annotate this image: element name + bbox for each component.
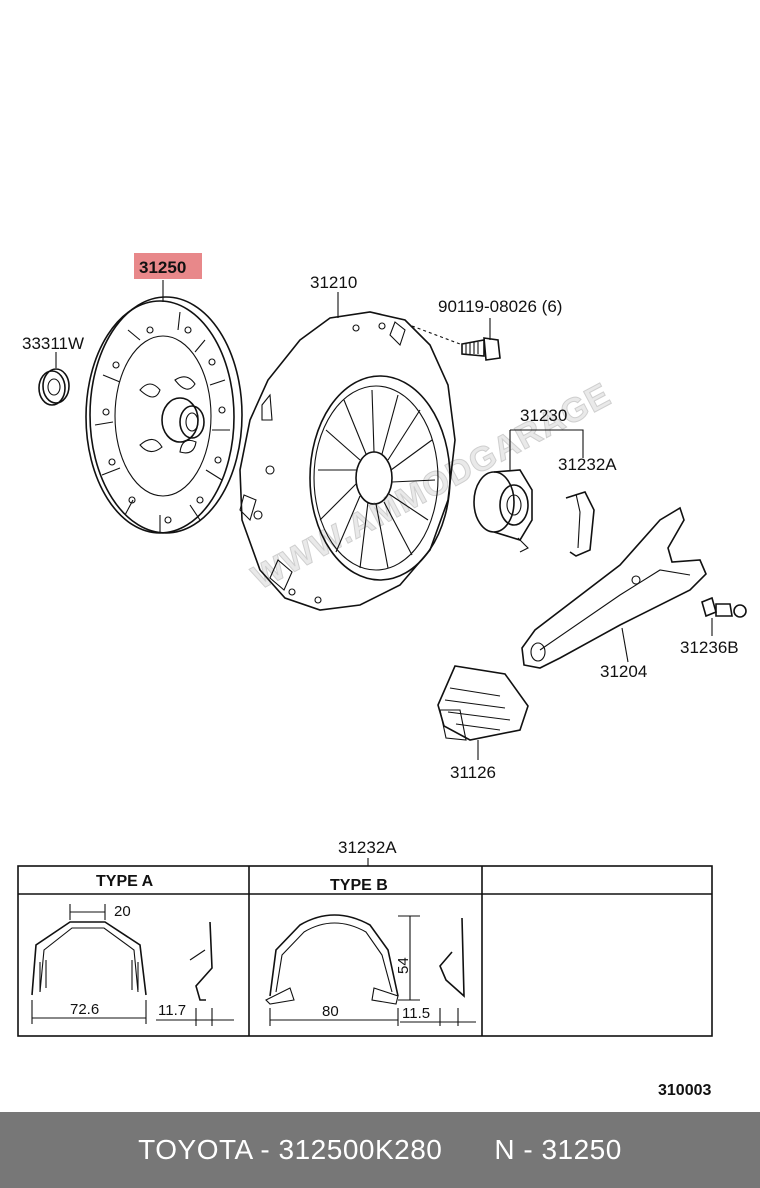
ball-stud-drawing <box>701 596 747 618</box>
parts-diagram: WWW.AMMODGARAGE 33311W 31250 31210 <box>17 253 747 1099</box>
label-clutch-disc: 31250 <box>139 258 186 277</box>
dim-a-top: 20 <box>114 903 131 920</box>
footer-bar: TOYOTA - 312500K280 N - 31250 <box>0 1112 760 1188</box>
clip-drawing <box>565 491 595 557</box>
boot-drawing <box>437 665 529 741</box>
type-b-clip <box>265 914 476 1026</box>
label-release-fork: 31204 <box>600 662 647 681</box>
clutch-cover-drawing <box>239 311 456 611</box>
clutch-disc-drawing <box>85 296 243 534</box>
dim-b-side: 11.5 <box>402 1005 430 1022</box>
dim-a-side: 11.7 <box>158 1002 186 1019</box>
footer-part-number: TOYOTA - 312500K280 <box>138 1134 443 1165</box>
detail-table <box>17 865 713 1037</box>
label-pilot-bearing: 33311W <box>22 334 84 353</box>
label-clip: 31232A <box>558 455 617 474</box>
clutch-disc-highlight <box>134 253 202 279</box>
detail-title: 31232A <box>338 838 397 857</box>
label-clutch-cover: 31210 <box>310 273 357 292</box>
catalog-code: 310003 <box>658 1082 711 1099</box>
label-bolt: 90119-08026 (6) <box>438 297 562 316</box>
dim-a-width: 72.6 <box>70 1001 99 1018</box>
release-fork-drawing <box>521 506 707 669</box>
footer-item-number: N - 31250 <box>494 1134 622 1165</box>
label-ball-stud: 31236B <box>680 638 739 657</box>
type-a-header: TYPE A <box>96 873 154 890</box>
dim-b-width: 80 <box>322 1003 339 1020</box>
dim-b-height: 54 <box>395 957 412 974</box>
label-release-bearing: 31230 <box>520 406 567 425</box>
type-a-clip <box>31 904 234 1026</box>
bolt-drawing <box>461 337 501 361</box>
label-boot: 31126 <box>450 763 496 782</box>
release-bearing-drawing <box>473 469 533 553</box>
pilot-bearing-drawing <box>38 352 70 406</box>
type-b-header: TYPE B <box>330 877 388 894</box>
